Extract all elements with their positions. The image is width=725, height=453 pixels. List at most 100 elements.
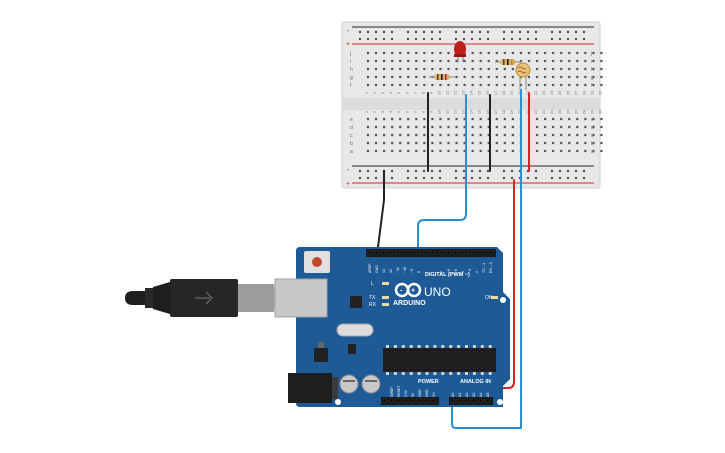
terminal-hole[interactable]: [544, 149, 547, 153]
terminal-hole[interactable]: [503, 125, 506, 129]
header-pin[interactable]: [396, 398, 401, 403]
rail-hole[interactable]: [438, 176, 442, 180]
terminal-hole[interactable]: [399, 125, 402, 129]
terminal-hole[interactable]: [560, 149, 563, 153]
terminal-hole[interactable]: [568, 75, 571, 79]
terminal-hole[interactable]: [560, 75, 563, 79]
rail-hole[interactable]: [510, 37, 514, 41]
rail-hole[interactable]: [374, 169, 378, 173]
rail-hole[interactable]: [438, 37, 442, 41]
terminal-hole[interactable]: [399, 133, 402, 137]
rail-hole[interactable]: [422, 30, 426, 34]
terminal-hole[interactable]: [423, 141, 426, 145]
terminal-hole[interactable]: [431, 149, 434, 153]
terminal-hole[interactable]: [383, 59, 386, 63]
terminal-hole[interactable]: [366, 141, 370, 145]
terminal-hole[interactable]: [552, 67, 555, 71]
terminal-hole[interactable]: [495, 149, 498, 153]
terminal-hole[interactable]: [439, 133, 442, 137]
terminal-hole[interactable]: [503, 51, 506, 55]
rail-hole[interactable]: [414, 37, 418, 41]
rail-hole[interactable]: [366, 30, 370, 34]
header-pin[interactable]: [409, 250, 414, 255]
terminal-hole[interactable]: [584, 125, 587, 129]
terminal-hole[interactable]: [560, 59, 563, 63]
terminal-hole[interactable]: [374, 125, 378, 129]
terminal-hole[interactable]: [568, 51, 571, 55]
rail-hole[interactable]: [454, 176, 458, 180]
terminal-hole[interactable]: [552, 133, 555, 137]
terminal-hole[interactable]: [487, 149, 490, 153]
header-pin[interactable]: [467, 250, 472, 255]
terminal-hole[interactable]: [487, 67, 490, 71]
terminal-hole[interactable]: [463, 133, 466, 137]
rail-hole[interactable]: [582, 169, 586, 173]
terminal-hole[interactable]: [568, 141, 571, 145]
header-pin[interactable]: [367, 250, 372, 255]
terminal-hole[interactable]: [399, 117, 402, 121]
rail-hole[interactable]: [558, 176, 562, 180]
top-rail-holes[interactable]: [358, 30, 586, 41]
rail-hole[interactable]: [550, 37, 554, 41]
header-pin[interactable]: [471, 398, 476, 403]
terminal-hole[interactable]: [366, 125, 370, 129]
terminal-hole[interactable]: [479, 75, 482, 79]
terminal-hole[interactable]: [374, 117, 378, 121]
terminal-hole[interactable]: [544, 133, 547, 137]
terminal-hole[interactable]: [503, 141, 506, 145]
rail-hole[interactable]: [358, 37, 362, 41]
rail-hole[interactable]: [462, 176, 466, 180]
terminal-hole[interactable]: [391, 149, 394, 153]
rail-hole[interactable]: [470, 37, 474, 41]
terminal-hole[interactable]: [439, 149, 442, 153]
header-pin[interactable]: [453, 250, 458, 255]
terminal-hole[interactable]: [544, 83, 547, 87]
rail-hole[interactable]: [438, 30, 442, 34]
terminal-hole[interactable]: [576, 125, 579, 129]
terminal-hole[interactable]: [552, 83, 555, 87]
terminal-hole[interactable]: [374, 133, 378, 137]
terminal-hole[interactable]: [527, 75, 531, 79]
led[interactable]: [454, 41, 466, 62]
terminal-hole[interactable]: [423, 59, 426, 63]
terminal-hole[interactable]: [391, 51, 394, 55]
rail-hole[interactable]: [534, 169, 538, 173]
terminal-hole[interactable]: [535, 59, 539, 63]
terminal-hole[interactable]: [447, 117, 450, 121]
terminal-hole[interactable]: [447, 125, 450, 129]
terminal-hole[interactable]: [544, 117, 547, 121]
terminal-hole[interactable]: [423, 117, 426, 121]
terminal-hole[interactable]: [576, 149, 579, 153]
terminal-hole[interactable]: [511, 75, 514, 79]
header-pin[interactable]: [431, 398, 436, 403]
terminal-hole[interactable]: [495, 67, 498, 71]
rail-hole[interactable]: [526, 37, 530, 41]
header-pin[interactable]: [446, 250, 451, 255]
terminal-hole[interactable]: [600, 125, 603, 129]
terminal-hole[interactable]: [399, 59, 402, 63]
terminal-hole[interactable]: [447, 51, 450, 55]
rail-hole[interactable]: [502, 30, 506, 34]
rail-hole[interactable]: [566, 176, 570, 180]
rail-hole[interactable]: [406, 176, 410, 180]
rail-hole[interactable]: [478, 176, 482, 180]
terminal-hole[interactable]: [399, 149, 402, 153]
terminal-hole[interactable]: [487, 117, 490, 121]
terminal-hole[interactable]: [535, 117, 539, 121]
terminal-hole[interactable]: [463, 83, 466, 87]
rail-hole[interactable]: [526, 30, 530, 34]
rail-hole[interactable]: [358, 30, 362, 34]
terminal-hole[interactable]: [568, 59, 571, 63]
terminal-hole[interactable]: [560, 133, 563, 137]
terminal-hole[interactable]: [463, 75, 466, 79]
terminal-hole[interactable]: [503, 67, 506, 71]
terminal-hole[interactable]: [584, 83, 587, 87]
terminal-hole[interactable]: [463, 149, 466, 153]
terminal-hole[interactable]: [471, 141, 474, 145]
terminal-hole[interactable]: [592, 133, 595, 137]
terminal-hole[interactable]: [439, 59, 442, 63]
rail-hole[interactable]: [478, 169, 482, 173]
rail-hole[interactable]: [558, 30, 562, 34]
terminal-hole[interactable]: [463, 125, 466, 129]
rail-hole[interactable]: [382, 30, 386, 34]
